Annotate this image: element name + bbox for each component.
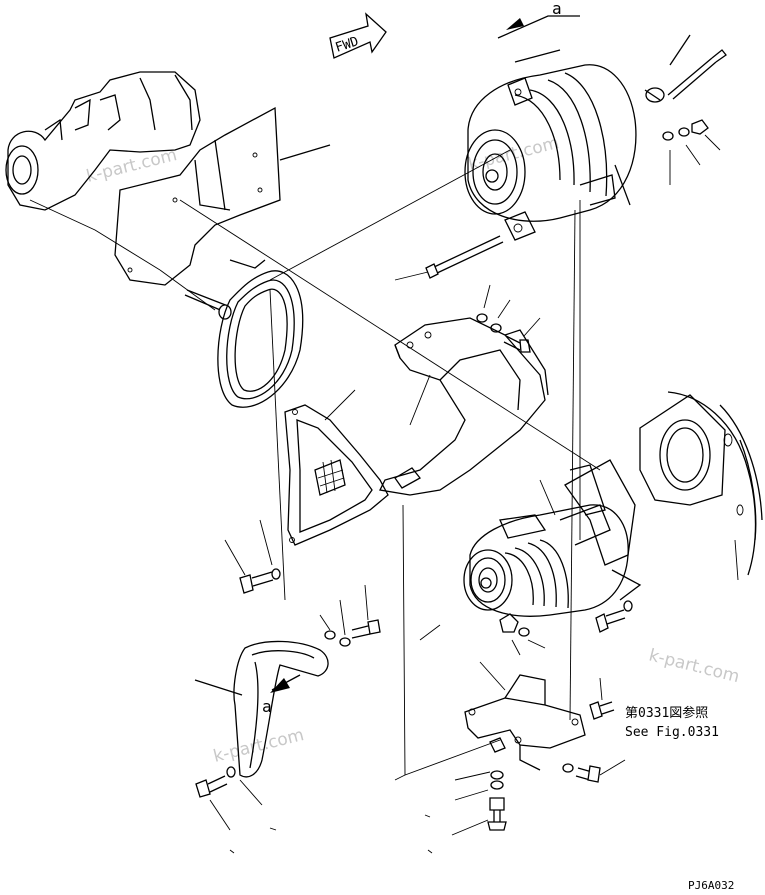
cover-plate — [284, 389, 421, 546]
mounting-flange — [539, 459, 642, 601]
bolt-washer-bottom-right — [562, 759, 626, 783]
drawing-code: PJ6A032 — [688, 879, 734, 892]
watermark-4: k-part.com — [211, 725, 306, 767]
flywheel-housing — [639, 391, 763, 581]
alternator-bracket — [379, 317, 549, 496]
alternator-upper — [464, 49, 637, 241]
svg-text:a: a — [262, 697, 272, 716]
bolt-right-middle — [595, 600, 633, 633]
washer-nut-group — [662, 119, 721, 185]
lower-bracket — [464, 661, 586, 771]
bolt-group-lower — [319, 584, 381, 647]
long-bolt-upper — [394, 235, 504, 281]
view-marker-bottom: a — [262, 674, 301, 716]
fan-belt-upper — [217, 259, 304, 408]
fan-belt-lower — [194, 640, 329, 778]
heat-shield — [114, 106, 331, 286]
nut-washer-lower — [499, 613, 546, 656]
svg-text:a: a — [552, 0, 562, 18]
bolt-bottom-left — [195, 766, 263, 831]
bolt-group-middle — [476, 284, 541, 353]
view-marker-top: a — [497, 0, 580, 39]
reference-en: See Fig.0331 — [625, 725, 719, 740]
terminal-cable — [644, 34, 727, 103]
fwd-label: FWD — [334, 34, 361, 56]
exhaust-manifold — [5, 71, 201, 211]
bolt-left-middle — [224, 519, 281, 594]
fwd-arrow-icon: FWD — [329, 12, 387, 59]
bottom-fastener-stack — [451, 770, 507, 836]
watermark-3: k-part.com — [647, 645, 742, 687]
reference-jp: 第0331図参照 — [625, 705, 708, 721]
bolt-lower-right — [589, 677, 615, 720]
